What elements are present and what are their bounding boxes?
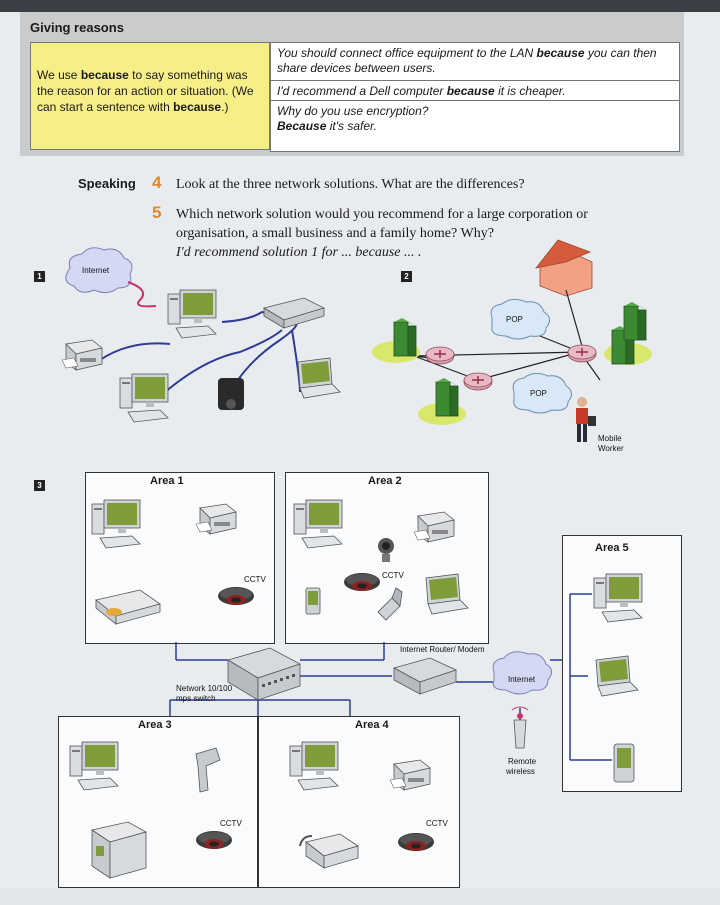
network-router-1: [425, 346, 455, 365]
area-3-cctv-camera: [196, 831, 232, 849]
office-building-4: [623, 301, 647, 341]
area-2-laptop: [425, 573, 469, 615]
area-1-cctv-label: CCTV: [244, 575, 266, 584]
diagram-1-number: 1: [34, 271, 45, 282]
diagram-3-number: 3: [34, 480, 45, 491]
pop-label-1: POP: [506, 315, 523, 324]
desktop-computer-1: [167, 289, 217, 339]
area-4-title: Area 4: [355, 719, 389, 731]
remote-wireless-device: [511, 706, 529, 749]
area-1-cctv-camera: [218, 587, 254, 605]
webcam-device-1: [218, 378, 244, 410]
question-4-text: Look at the three network solutions. Wha…: [176, 177, 525, 192]
area-3-server: [90, 821, 148, 879]
pop-label-2: POP: [530, 389, 547, 398]
area-3-title: Area 3: [138, 719, 172, 731]
area-2-printer: [413, 511, 455, 543]
speaking-label: Speaking: [78, 176, 136, 191]
area-5-pda: [613, 743, 635, 783]
question-5-example: I'd recommend solution 1 for ... because…: [176, 245, 422, 260]
network-router-2: [463, 372, 493, 391]
internet-label-3: Internet: [508, 675, 536, 684]
page-bottom-strip: [0, 888, 720, 905]
pop-cloud-2: [512, 372, 572, 414]
area-1-computer: [91, 499, 141, 549]
switch-label-line-1: Network 10/100: [176, 684, 233, 693]
area-4-cctv-label: CCTV: [426, 819, 448, 828]
office-building-1: [393, 317, 417, 357]
mobile-worker-label-line-1: Mobile: [598, 434, 622, 443]
page-top-strip: [0, 0, 720, 12]
area-5-laptop: [595, 655, 639, 697]
area-2-pda: [305, 587, 321, 615]
laptop-1: [297, 357, 341, 399]
area-4-box: [258, 716, 460, 888]
remote-wireless-label-line-1: Remote: [508, 757, 537, 766]
grammar-example-3: Why do you use encryption?Because it's s…: [277, 104, 429, 133]
house-icon: [535, 239, 593, 297]
area-4-computer: [289, 741, 339, 791]
network-switch: [227, 647, 302, 701]
area-3-cctv-label: CCTV: [220, 819, 242, 828]
network-router-3: [567, 344, 597, 363]
internet-label-1: Internet: [82, 266, 110, 275]
internet-cloud-3: [492, 651, 552, 695]
question-5-line-2: organisation, a small business and a fam…: [176, 226, 494, 241]
office-building-2: [435, 377, 459, 417]
router-label: Internet Router/ Modem: [400, 645, 485, 654]
internet-cloud-1: [65, 247, 133, 294]
grammar-explanation: We use because to say something was the …: [30, 42, 270, 150]
area-1-printer: [195, 503, 237, 535]
hub-1: [263, 297, 325, 329]
giving-reasons-box: Giving reasons We use because to say som…: [20, 12, 684, 156]
switch-label-line-2: mps switch: [176, 694, 216, 703]
area-3-barcode-scanner: [195, 747, 221, 793]
grammar-title: Giving reasons: [30, 20, 124, 35]
area-3-computer: [69, 741, 119, 791]
area-4-printer: [389, 759, 431, 791]
printer-1: [61, 339, 103, 371]
question-5-line-1: Which network solution would you recomme…: [176, 207, 588, 222]
area-5-title: Area 5: [595, 542, 629, 554]
diagram-2-number: 2: [401, 271, 412, 282]
grammar-examples-table: You should connect office equipment to t…: [270, 42, 680, 152]
pop-cloud-1: [490, 298, 550, 340]
mobile-worker-figure: [576, 397, 596, 442]
area-2-cctv-label: CCTV: [382, 571, 404, 580]
grammar-example-1: You should connect office equipment to t…: [271, 43, 679, 81]
question-5-number: 5: [152, 203, 162, 222]
internet-router-modem: [392, 657, 458, 695]
mobile-worker-label-line-2: Worker: [598, 444, 624, 453]
area-4-fax-machine: [299, 833, 359, 869]
area-2-webcam: [378, 538, 394, 562]
remote-wireless-label-line-2: wireless: [505, 767, 535, 776]
area-2-phone: [377, 587, 403, 621]
question-4-number: 4: [152, 173, 162, 192]
area-2-cctv-camera: [344, 573, 380, 591]
area-1-scanner: [95, 589, 161, 625]
area-5-computer: [593, 573, 643, 623]
area-2-computer: [293, 499, 343, 549]
desktop-computer-2: [119, 373, 169, 423]
area-1-title: Area 1: [150, 475, 184, 487]
area-4-cctv-camera: [398, 833, 434, 851]
grammar-example-2: I'd recommend a Dell computer because it…: [271, 81, 679, 101]
area-2-title: Area 2: [368, 475, 402, 487]
